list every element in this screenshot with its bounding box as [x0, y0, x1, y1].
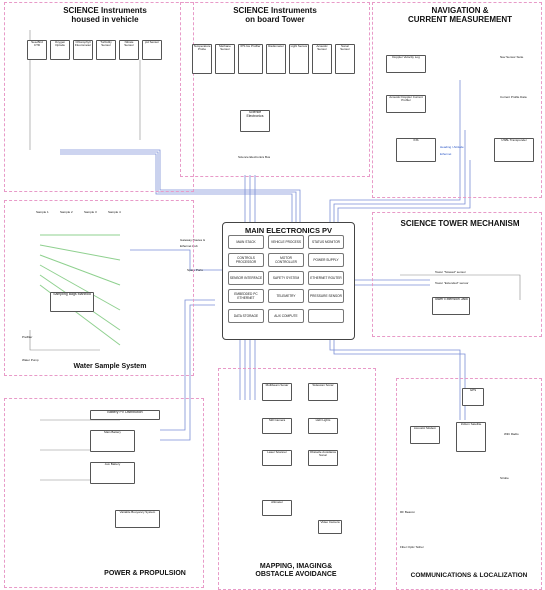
comms-rf-label: RF Beacon — [400, 510, 416, 514]
panel-water-sample — [4, 200, 194, 376]
pv-box-1-1[interactable]: MAIN STACK — [228, 235, 264, 249]
battery-pv-box[interactable]: Battery PV Distribution — [90, 410, 160, 420]
pv-box-2-2[interactable]: MOTOR CONTROLLER — [268, 253, 304, 267]
mapping-sonar2[interactable]: Sidescan Sonar — [308, 383, 338, 401]
water-pump-main-label: Water Pump — [22, 358, 39, 362]
pv-box-3-2[interactable]: SAFETY SYSTEM — [268, 271, 304, 285]
sci-tower-box-4[interactable]: Radiometer — [266, 44, 286, 74]
comms-strobe-label: Strobe — [500, 476, 509, 480]
sci-tower-box-2[interactable]: Methane Sensor — [215, 44, 235, 74]
science-tower-title: SCIENCE Instruments on board Tower — [233, 6, 317, 25]
pv-box-4-1[interactable]: EMBEDDED PC ETHERNET — [228, 289, 264, 303]
panel-navigation — [372, 2, 542, 198]
comms-title: COMMUNICATIONS & LOCALIZATION — [410, 572, 528, 579]
panel-science-tower — [180, 2, 370, 177]
pv-box-1-3[interactable]: STATUS MONITOR — [308, 235, 344, 249]
sci-vehicle-box-2[interactable]: Oxygen Optode — [50, 40, 70, 60]
panel-science-vehicle — [4, 2, 194, 192]
aux-battery-box[interactable]: Aux Battery — [90, 462, 135, 484]
tower-actuator[interactable]: Tower Extension Jack — [432, 297, 470, 315]
mapping-sonar1[interactable]: Multibeam Sonar — [262, 383, 292, 401]
water-filter-label: Prefilter — [22, 335, 33, 339]
sci-tower-box-3[interactable]: IPS Ice Profiler — [238, 44, 263, 74]
main-pv-left-label-2: Ethernet Hub — [180, 244, 198, 248]
tower-mech-title: SCIENCE TOWER MECHANISM — [400, 219, 520, 228]
science-bus-label: Science Electronics Bus — [238, 155, 271, 159]
nav-label-2: Current Profile Data — [500, 95, 527, 99]
main-pv-title: MAIN ELECTRONICS PV — [244, 226, 333, 235]
sci-tower-box-7[interactable]: Sonar Sensor — [335, 44, 355, 74]
water-pump-label-1: Sample 1 — [36, 210, 49, 214]
pv-box-3-3[interactable]: ETHERNET ROUTER — [308, 271, 344, 285]
mapping-camera[interactable]: Still Camera — [262, 418, 292, 434]
nav-box-dvl[interactable]: Doppler Velocity Log — [386, 55, 426, 73]
main-pv-left-label-1: Gateway Routes & — [180, 238, 206, 242]
sci-vehicle-box-6[interactable]: pH Sensor — [142, 40, 162, 60]
sampling-bag-manifold[interactable]: Sampling Bags Manifold — [50, 292, 94, 312]
main-pv-left-label-3: Spare Ports — [187, 268, 203, 272]
sci-tower-box-6[interactable]: Acoustic Sensor — [312, 44, 332, 74]
main-battery-box[interactable]: Main Battery — [90, 430, 135, 452]
comms-iridium[interactable]: Iridium Satellite — [456, 422, 486, 452]
water-pump-label-4: Sample 4 — [108, 210, 121, 214]
panel-tower-mechanism — [372, 212, 542, 337]
comms-fiber-label: Fiber Optic Tether — [400, 545, 424, 549]
nav-label-4: Ethernet — [440, 152, 452, 156]
vbs-box[interactable]: Variable Buoyancy System — [115, 510, 160, 528]
pv-box-2-3[interactable]: POWER SUPPLY — [308, 253, 344, 267]
comms-gps[interactable]: GPS — [462, 388, 484, 406]
water-pump-label-3: Sample 3 — [84, 210, 97, 214]
pv-box-5-2[interactable]: AUX COMPUTE — [268, 309, 304, 323]
water-sample-title: Water Sample System — [73, 363, 147, 370]
pv-box-5-3[interactable] — [308, 309, 344, 323]
sci-vehicle-box-4[interactable]: Turbidity Sensor — [96, 40, 116, 60]
pv-box-4-2[interactable]: TELEMETRY — [268, 289, 304, 303]
power-title: POWER & PROPULSION — [104, 570, 186, 577]
sci-tower-box-1[interactable]: Temperature Probe — [192, 44, 212, 74]
comms-modem[interactable]: Acoustic Modem — [410, 426, 440, 444]
pv-box-5-1[interactable]: DATA STORAGE — [228, 309, 264, 323]
navigation-title: NAVIGATION & CURRENT MEASUREMENT — [408, 6, 512, 25]
mapping-cam2[interactable]: Video Camera — [318, 520, 342, 534]
nav-box-ins[interactable]: INS — [396, 138, 436, 162]
nav-box-usbl[interactable]: USBL Transponder — [494, 138, 534, 162]
sci-vehicle-box-5[interactable]: Nitrate Sensor — [119, 40, 139, 60]
comms-wifi-label: WiFi Radio — [504, 432, 519, 436]
nav-label-3: Heading / Attitude — [440, 145, 464, 149]
mapping-laser[interactable]: Laser Scanner — [262, 450, 292, 466]
water-pump-label-2: Sample 2 — [60, 210, 73, 214]
tower-extended-label: Tower "Extended" sensor — [435, 281, 469, 285]
mapping-altimeter[interactable]: Altimeter — [262, 500, 292, 516]
science-electronics-stack[interactable]: Science Electronics — [240, 110, 270, 132]
pv-box-3-1[interactable]: SENSOR INTERFACE — [228, 271, 264, 285]
sci-tower-box-5[interactable]: Light Sensor — [289, 44, 309, 74]
nav-box-adcp[interactable]: Acoustic Doppler Current Profiler — [386, 95, 426, 113]
sci-vehicle-box-3[interactable]: Chlorophyll Fluorometer — [73, 40, 93, 60]
pv-box-2-1[interactable]: CONTROLS PROCESSOR — [228, 253, 264, 267]
panel-power — [4, 398, 204, 588]
mapping-lights[interactable]: LED Lights — [308, 418, 338, 434]
sci-vehicle-box-1[interactable]: Sea-Bird CTD — [27, 40, 47, 60]
pv-box-1-2[interactable]: VEHICLE PROCESS — [268, 235, 304, 249]
pv-box-4-3[interactable]: PRESSURE SENSOR — [308, 289, 344, 303]
mapping-title: MAPPING, IMAGING& OBSTACLE AVOIDANCE — [255, 563, 337, 579]
nav-label-1: Nav Sensor Suite — [500, 55, 524, 59]
panel-mapping — [218, 368, 376, 590]
tower-stowed-label: Tower "Stowed" sensor — [435, 270, 466, 274]
mapping-obstacle[interactable]: Obstacle Avoidance Sonar — [308, 450, 338, 466]
science-vehicle-title: SCIENCE Instruments housed in vehicle — [63, 6, 147, 25]
panel-comms — [396, 378, 542, 590]
